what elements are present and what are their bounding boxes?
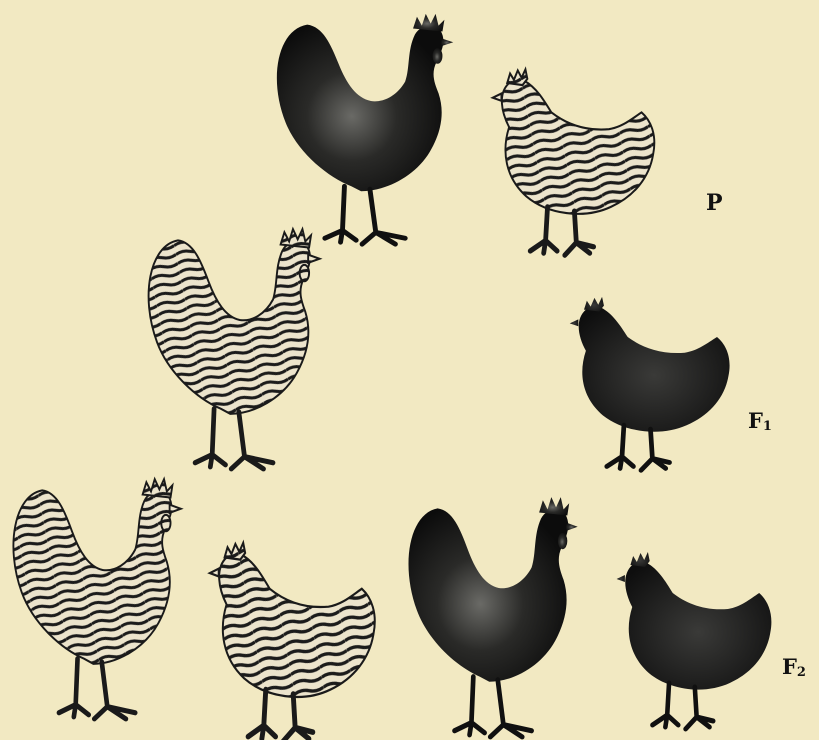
- f2-barred-rooster: [13, 479, 180, 719]
- f2-black-rooster: [408, 497, 577, 737]
- parent-barred-hen: [493, 69, 655, 255]
- f2-barred-hen: [210, 543, 375, 740]
- generation-label-f2: F2: [782, 656, 806, 677]
- generation-label-p: P: [706, 192, 723, 214]
- generation-label-f2-sub: 2: [797, 665, 806, 680]
- f1-barred-rooster: [149, 229, 320, 469]
- generation-label-f1-sub: 1: [763, 419, 772, 434]
- generation-label-f2-text: F: [782, 654, 797, 679]
- generation-label-f1-text: F: [748, 408, 763, 433]
- f1-black-hen: [570, 297, 730, 470]
- parent-black-rooster: [277, 14, 453, 244]
- generation-label-f1: F1: [748, 410, 772, 431]
- generation-label-p-text: P: [706, 190, 723, 216]
- f2-black-hen: [617, 552, 772, 729]
